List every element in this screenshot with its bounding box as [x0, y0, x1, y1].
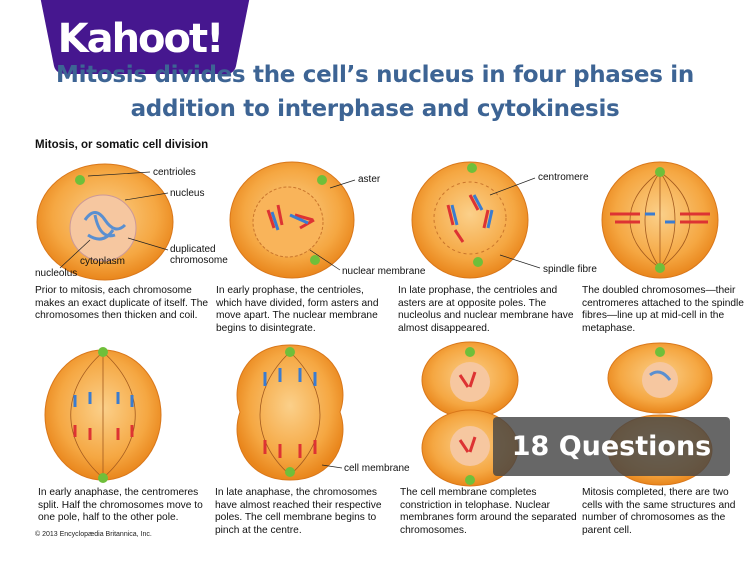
title-line-1: Mitosis divides the cell’s nucleus in fo…	[56, 62, 694, 88]
cell-late-prophase	[411, 161, 529, 279]
desc-early-anaphase: In early anaphase, the centromeres split…	[38, 487, 203, 523]
title-line-2: addition to interphase and cytokinesis	[130, 96, 620, 122]
question-count-badge: 18 Questions	[493, 417, 730, 476]
svg-text:Kahoot!: Kahoot!	[58, 16, 223, 62]
cell-early-anaphase	[44, 347, 162, 483]
cell-interphase	[36, 163, 174, 281]
desc-completed: Mitosis completed, there are two cells w…	[582, 487, 736, 536]
cell-late-anaphase	[236, 344, 344, 481]
desc-late-prophase: In late prophase, the centrioles and ast…	[398, 285, 574, 334]
svg-text:cytoplasm: cytoplasm	[80, 256, 125, 267]
diagram-subtitle: Mitosis, or somatic cell division	[35, 139, 209, 151]
diagram-labels: centrioles nucleus cytoplasm duplicated …	[35, 167, 597, 474]
desc-interphase: Prior to mitosis, each chromosome makes …	[35, 285, 209, 321]
cell-metaphase	[601, 161, 719, 279]
svg-text:centromere: centromere	[538, 172, 589, 183]
desc-early-prophase: In early prophase, the centrioles, which…	[216, 285, 379, 334]
svg-text:nucleus: nucleus	[170, 188, 204, 199]
cell-early-prophase	[229, 161, 355, 279]
svg-text:chromosome: chromosome	[170, 255, 228, 266]
svg-text:cell membrane: cell membrane	[344, 463, 410, 474]
kahoot-logo: Kahoot!	[40, 0, 250, 74]
svg-text:nuclear membrane: nuclear membrane	[342, 266, 426, 277]
desc-telophase: The cell membrane completes constriction…	[400, 487, 577, 536]
svg-text:centrioles: centrioles	[153, 167, 196, 178]
svg-text:aster: aster	[358, 174, 381, 185]
desc-late-anaphase: In late anaphase, the chromosomes have a…	[215, 487, 382, 536]
copyright: © 2013 Encyclopædia Britannica, Inc.	[35, 531, 152, 538]
svg-text:spindle fibre: spindle fibre	[543, 264, 597, 275]
svg-text:nucleolus: nucleolus	[35, 268, 77, 279]
desc-metaphase: The doubled chromosomes—their centromere…	[582, 285, 744, 334]
svg-text:duplicated: duplicated	[170, 244, 216, 255]
